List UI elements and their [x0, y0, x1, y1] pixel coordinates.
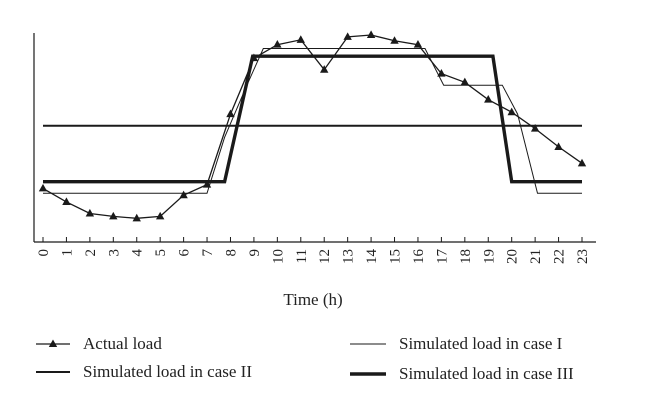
actual-load-marker [109, 211, 118, 220]
actual-load-marker [320, 65, 329, 73]
x-tick-label: 4 [130, 249, 146, 257]
x-tick-label: 0 [36, 249, 52, 257]
x-tick-label: 9 [247, 249, 263, 257]
legend-label-case-ii: Simulated load in case II [83, 362, 252, 381]
legend-label-actual-load: Actual load [83, 334, 162, 353]
x-tick-label: 21 [528, 249, 544, 264]
actual-load-marker [577, 158, 587, 167]
x-tick-label: 13 [341, 249, 357, 264]
actual-load-marker [460, 77, 470, 86]
x-tick-label: 17 [434, 249, 450, 265]
x-tick-label: 22 [552, 249, 568, 264]
actual-load-marker [530, 124, 540, 132]
x-tick-label: 5 [153, 249, 169, 257]
x-tick-label: 19 [481, 249, 497, 264]
actual-load-marker [85, 208, 95, 217]
actual-load-marker [507, 107, 516, 116]
actual-load-marker [366, 30, 376, 38]
series-line-case-iii [43, 54, 582, 184]
actual-load-marker [390, 36, 399, 44]
legend-item-case-i: Simulated load in case I [350, 334, 563, 353]
actual-load-marker [413, 40, 423, 48]
x-tick-label: 15 [388, 249, 404, 264]
actual-load-marker [155, 211, 165, 220]
x-tick-label: 1 [59, 249, 75, 257]
actual-load-marker [38, 183, 48, 192]
actual-load-marker [437, 69, 446, 77]
actual-load-marker [226, 109, 235, 118]
actual-load-marker [62, 197, 71, 205]
legend-item-actual-load: Actual load [36, 334, 162, 353]
x-tick-label: 16 [411, 249, 427, 265]
actual-load-marker [179, 190, 188, 199]
x-tick-label: 10 [270, 249, 286, 264]
x-tick-label: 11 [294, 249, 310, 263]
x-tick-label: 23 [575, 249, 591, 264]
actual-load-marker [202, 179, 212, 188]
legend-marker-triangle-icon [48, 339, 58, 347]
axes [33, 33, 596, 243]
x-tick-label: 14 [364, 249, 380, 265]
x-tick-label: 2 [83, 249, 99, 257]
x-tick-label: 18 [458, 249, 474, 264]
x-tick-label: 6 [177, 249, 193, 257]
actual-load-marker [484, 95, 493, 103]
legend-item-case-ii: Simulated load in case II [36, 362, 252, 381]
x-tick-label: 20 [505, 249, 521, 264]
actual-load-marker [132, 213, 141, 222]
series-layer [38, 30, 587, 222]
series-line-case-i [43, 48, 582, 194]
x-tick-label: 3 [106, 249, 122, 257]
actual-load-marker [249, 53, 259, 62]
legend-item-case-iii: Simulated load in case III [350, 364, 574, 383]
x-tick-label: 8 [223, 249, 239, 257]
x-tick-label: 7 [200, 249, 216, 257]
actual-load-marker [296, 35, 305, 43]
series-line-actual-load [42, 34, 583, 219]
legend-label-case-iii: Simulated load in case III [399, 364, 574, 383]
legend: Actual load Simulated load in case I Sim… [36, 334, 574, 383]
actual-load-marker [273, 40, 282, 48]
legend-label-case-i: Simulated load in case I [399, 334, 563, 353]
x-axis-title: Time (h) [283, 290, 342, 309]
x-tick-label: 12 [317, 249, 333, 264]
actual-load-marker [343, 32, 352, 40]
actual-load-marker [554, 142, 563, 150]
